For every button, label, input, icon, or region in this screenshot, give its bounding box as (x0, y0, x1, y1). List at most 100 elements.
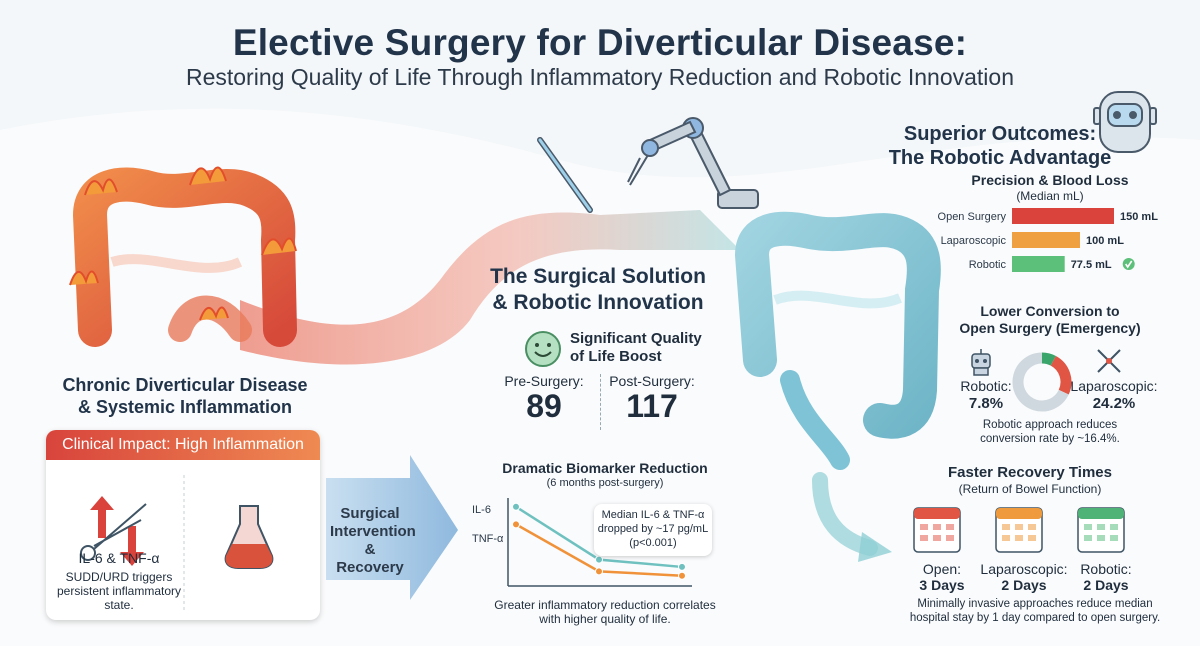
qol-line2: of Life Boost (570, 348, 662, 365)
recovery-note: Minimally invasive approaches reduce med… (890, 597, 1180, 625)
biomarker-chart: IL-6 TNF-α (472, 498, 692, 587)
blood-loss-subtitle: (Median mL) (1016, 189, 1084, 203)
middle-heading-line2: & Robotic Innovation (492, 291, 704, 314)
post-surgery-label: Post-Surgery: (609, 373, 695, 389)
calendar-icon-laparoscopic (995, 507, 1043, 553)
conversion-title: Lower Conversion to Open Surgery (Emerge… (940, 303, 1160, 337)
scissors-icon (80, 503, 147, 561)
arrow-up-icon (90, 496, 114, 538)
pre-surgery-value: 89 (526, 388, 562, 424)
biomarker-footer-line1: Greater inflammatory reduction correlate… (494, 598, 716, 612)
series-label-il6: IL-6 (472, 504, 491, 516)
right-heading-line1: Superior Outcomes: (903, 123, 1097, 145)
bar-1 (1012, 232, 1080, 248)
check-mark (1125, 260, 1133, 269)
bar-value-1: 100 mL (1086, 235, 1124, 247)
marker-label: IL-6 & TNF-α (78, 550, 160, 566)
series-point-0-0 (512, 502, 520, 511)
page-title: Elective Surgery for Diverticular Diseas… (232, 22, 968, 63)
recovery-lap-label: Laparoscopic: (980, 561, 1068, 577)
series-point-1-0 (512, 520, 520, 529)
biomarker-subtitle: (6 months post-surgery) (546, 477, 664, 489)
donut-slice-1 (1050, 355, 1072, 395)
middle-heading-line1: The Surgical Solution (490, 265, 706, 288)
card-note-line1: SUDD/URD triggers (65, 570, 173, 584)
series-point-0-1 (595, 555, 603, 564)
robot-icon (971, 349, 991, 376)
smiley-icon (525, 331, 561, 367)
series-point-1-2 (678, 571, 686, 580)
intervention-label: Surgical Intervention & Recovery (330, 505, 416, 577)
qol-line1: Significant Quality (570, 330, 702, 347)
recovery-open-label: Open: (922, 561, 962, 577)
recovery-open-value: 3 Days (919, 577, 965, 593)
blood-loss-title: Precision & Blood Loss (971, 172, 1129, 188)
page-subtitle: Restoring Quality of Life Through Inflam… (185, 64, 1015, 90)
right-heading: Superior Outcomes: The Robotic Advantage (880, 122, 1120, 170)
bar-label-0: Open Surgery (938, 211, 1007, 223)
series-label-tnf: TNF-α (472, 533, 504, 545)
recovery-note-line1: Minimally invasive approaches reduce med… (917, 598, 1153, 610)
conversion-note-line1: Robotic approach reduces (982, 419, 1118, 431)
conversion-title-line2: Open Surgery (Emergency) (959, 320, 1141, 336)
intervention-line1: Surgical (340, 505, 400, 522)
left-heading: Chronic Diverticular Disease & Systemic … (40, 374, 330, 418)
recovery-lap-value: 2 Days (1001, 577, 1047, 593)
donut-slice-0 (1041, 352, 1056, 366)
biomarker-footer: Greater inflammatory reduction correlate… (460, 598, 750, 626)
callout-line3: (p<0.001) (629, 537, 677, 549)
right-heading-line2: The Robotic Advantage (888, 147, 1112, 169)
recovery-robotic-value: 2 Days (1083, 577, 1129, 593)
calendar-icon-robotic (1077, 507, 1125, 553)
lap-conv-value: 24.2% (1092, 395, 1136, 412)
clinical-impact-card: Clinical Impact: High Inflammation IL-6 … (46, 430, 320, 620)
recovery-robotic-label: Robotic: (1080, 561, 1132, 577)
robotic-arm-illustration (537, 117, 759, 213)
bar-label-2: Robotic (969, 259, 1007, 271)
donut-slice-2 (1012, 352, 1069, 412)
series-point-1-1 (595, 567, 603, 576)
blood-loss-chart: Open Surgery 150 mL Laparoscopic 100 mL Robo… (938, 208, 1158, 272)
bar-label-1: Laparoscopic (941, 235, 1007, 247)
series-point-0-2 (678, 562, 686, 571)
intervention-arrow (326, 455, 458, 600)
post-surgery-value: 117 (626, 388, 678, 424)
healthy-colon-illustration (734, 211, 941, 470)
left-heading-line2: & Systemic Inflammation (77, 397, 293, 417)
inflamed-colon-illustration (69, 166, 297, 347)
bar-value-0: 150 mL (1120, 211, 1158, 223)
recovery-item-open: Open: 3 Days (904, 561, 980, 593)
conversion-donut-chart (1012, 352, 1072, 412)
bar-2 (1012, 256, 1065, 272)
left-heading-line1: Chronic Diverticular Disease (62, 375, 308, 395)
check-icon (1122, 258, 1135, 270)
robotic-conv-value: 7.8% (968, 395, 1004, 412)
biomarker-title: Dramatic Biomarker Reduction (502, 460, 708, 476)
card-title: Clinical Impact: High Inflammation (46, 430, 320, 460)
arrow-down-icon (120, 526, 144, 566)
biomarker-callout: Median IL-6 & TNF-α dropped by ~17 pg/mL… (594, 504, 712, 556)
bar-0 (1012, 208, 1114, 224)
score-divider (600, 374, 601, 430)
robotic-conv-label: Robotic: (960, 378, 1012, 394)
bar-value-2: 77.5 mL (1071, 259, 1112, 271)
calendar-icon-open (913, 507, 961, 553)
recovery-subtitle: (Return of Bowel Function) (958, 482, 1102, 496)
lap-conv-label: Laparoscopic: (1070, 378, 1158, 394)
laparoscopic-tool-icon (1097, 349, 1121, 373)
recovery-title: Faster Recovery Times (948, 464, 1112, 481)
recovery-item-laparoscopic: Laparoscopic: 2 Days (974, 561, 1074, 593)
intervention-line2: Intervention (330, 523, 416, 540)
biomarker-footer-line2: with higher quality of life. (539, 612, 671, 626)
pre-surgery-label: Pre-Surgery: (504, 373, 584, 389)
card-note-line2: persistent inflammatory (56, 584, 182, 598)
middle-heading: The Surgical Solution & Robotic Innovati… (470, 264, 726, 316)
conversion-note-line2: conversion rate by ~16.4%. (980, 433, 1120, 445)
qol-label: Significant Quality of Life Boost (570, 330, 720, 366)
intervention-line3: & Recovery (336, 541, 404, 576)
callout-line2: dropped by ~17 pg/mL (597, 523, 709, 535)
conversion-note: Robotic approach reduces conversion rate… (940, 418, 1160, 446)
robot-head-icon (1093, 91, 1157, 153)
recovery-note-line2: hospital stay by 1 day compared to open … (909, 612, 1161, 624)
card-illustration (80, 475, 274, 610)
